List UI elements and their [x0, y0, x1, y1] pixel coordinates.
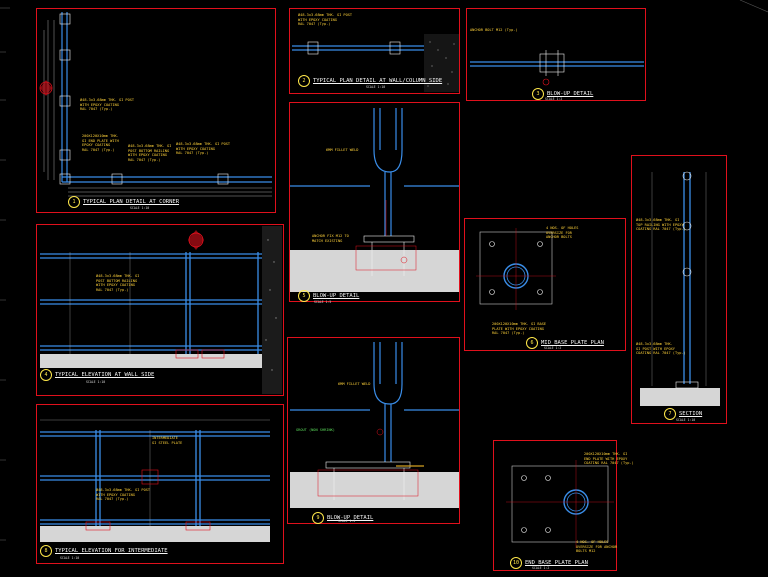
panel-plan-wall[interactable]: [289, 8, 460, 94]
blowup-1-drawing: [290, 108, 460, 292]
scale-plan-corner: SCALE 1:10: [130, 206, 150, 210]
note-post: Ø48.3x3.68mm THK. GI POST WITH EPOXY COA…: [80, 98, 135, 112]
detail-title: TYPICAL ELEVATION FOR INTERMEDIATE: [55, 548, 168, 554]
panel-blowup-top[interactable]: [466, 8, 646, 101]
detail-number: 6: [526, 337, 538, 349]
scale-blowup-2: SCALE 1:5: [338, 519, 356, 523]
detail-number: 9: [312, 512, 324, 524]
note-weld: 6MM FILLET WELD: [326, 148, 359, 152]
scale-end-base: SCALE 1:2: [532, 566, 550, 570]
note-holes-2: 4 NOS. OF HOLES OVERSIZE FOR ANCHOR BOLT…: [576, 540, 618, 554]
note-intermediate: INTERMEDIATE GI STEEL PLATE: [152, 436, 183, 445]
detail-title: SECTION: [679, 411, 703, 417]
scale-blowup-top: SCALE 1:2: [545, 97, 563, 101]
scale-blowup-1: SCALE 1:5: [314, 300, 332, 304]
detail-number: 3: [532, 88, 544, 100]
panel-blowup-2[interactable]: [287, 337, 460, 524]
note-end-plate: 200X120X10mm THK. GI END PLATE WITH EPOX…: [82, 134, 119, 152]
section-drawing: [640, 171, 720, 406]
elev-wall-drawing: [40, 226, 282, 394]
detail-title: BLOW-UP DETAIL: [327, 515, 374, 521]
panel-blowup-1[interactable]: [289, 102, 460, 302]
panel-section[interactable]: [631, 155, 727, 424]
end-base-drawing: [506, 460, 614, 548]
detail-number: 1: [68, 196, 80, 208]
note-rail-wall: Ø48.3x3.68mm THK. GI POST WITH EPOXY COA…: [298, 13, 353, 27]
detail-title: MID BASE PLATE PLAN: [541, 340, 604, 346]
detail-number: 5: [298, 290, 310, 302]
scale-mid-base: SCALE 1:2: [544, 346, 562, 350]
plan-wall-drawing: [292, 34, 460, 92]
note-post-2: Ø48.3x3.68mm THK. GI POST WITH EPOXY COA…: [96, 488, 151, 502]
note-top-post: Ø48.3x3.68mm THK. GI POST WITH EPOXY COA…: [176, 142, 231, 156]
panel-mid-base[interactable]: [464, 218, 626, 351]
note-anchor-fix: ANCHOR FIX M12 TO MATCH EXISTING: [312, 234, 349, 243]
note-weld-2: 6MM FILLET WELD: [338, 382, 371, 386]
note-end-plate-2: 200X120X10mm THK. GI END PLATE WITH EPOX…: [584, 452, 634, 466]
panel-elev-wall[interactable]: [36, 224, 284, 396]
mid-base-drawing: [476, 228, 556, 310]
detail-title: TYPICAL PLAN DETAIL AT WALL/COLUMN SIDE: [313, 78, 443, 84]
blowup-2-drawing: [290, 342, 460, 508]
detail-number: 10: [510, 557, 522, 569]
detail-title: TYPICAL PLAN DETAIL AT CORNER: [83, 199, 180, 205]
elev-inter-drawing: [40, 419, 270, 542]
panel-plan-corner[interactable]: [36, 8, 276, 213]
panel-elev-inter[interactable]: [36, 404, 284, 564]
detail-title: BLOW-UP DETAIL: [547, 91, 594, 97]
blowup-top-drawing: [470, 50, 644, 86]
scale-section: SCALE 1:10: [676, 418, 696, 422]
detail-number: 2: [298, 75, 310, 87]
note-bottom-rail-2: Ø48.3x3.68mm THK. GI POST BOTTOM RAILING…: [96, 274, 140, 292]
plan-corner-drawing: [39, 12, 272, 197]
detail-number: 4: [40, 369, 52, 381]
detail-title: BLOW-UP DETAIL: [313, 293, 360, 299]
note-post-3: Ø48.3x3.68mm THK. GI POST WITH EPOXY COA…: [636, 342, 686, 356]
detail-number: 7: [664, 408, 676, 420]
scale-elev-inter: SCALE 1:10: [60, 556, 80, 560]
note-anchor: ANCHOR BOLT M12 (Typ.): [470, 28, 518, 32]
detail-title: END BASE PLATE PLAN: [525, 560, 588, 566]
note-base-plate: 200X120X10mm THK. GI BASE PLATE WITH EPO…: [492, 322, 547, 336]
note-bottom-rail: Ø48.3x3.68mm THK. GI POST BOTTOM RAILING…: [128, 144, 172, 162]
detail-number: 8: [40, 545, 52, 557]
note-top-rail: Ø48.3x3.68mm THK. GI TOP RAILING WITH EP…: [636, 218, 686, 232]
detail-title: TYPICAL ELEVATION AT WALL SIDE: [55, 372, 155, 378]
scale-plan-wall: SCALE 1:10: [366, 85, 386, 89]
note-holes: 4 NOS. OF HOLES OVERSIZE FOR ANCHOR BOLT…: [546, 226, 579, 240]
panel-end-base[interactable]: [493, 440, 617, 571]
scale-elev-wall: SCALE 1:10: [86, 380, 106, 384]
note-grout: GROUT (NON SHRINK): [296, 428, 335, 432]
